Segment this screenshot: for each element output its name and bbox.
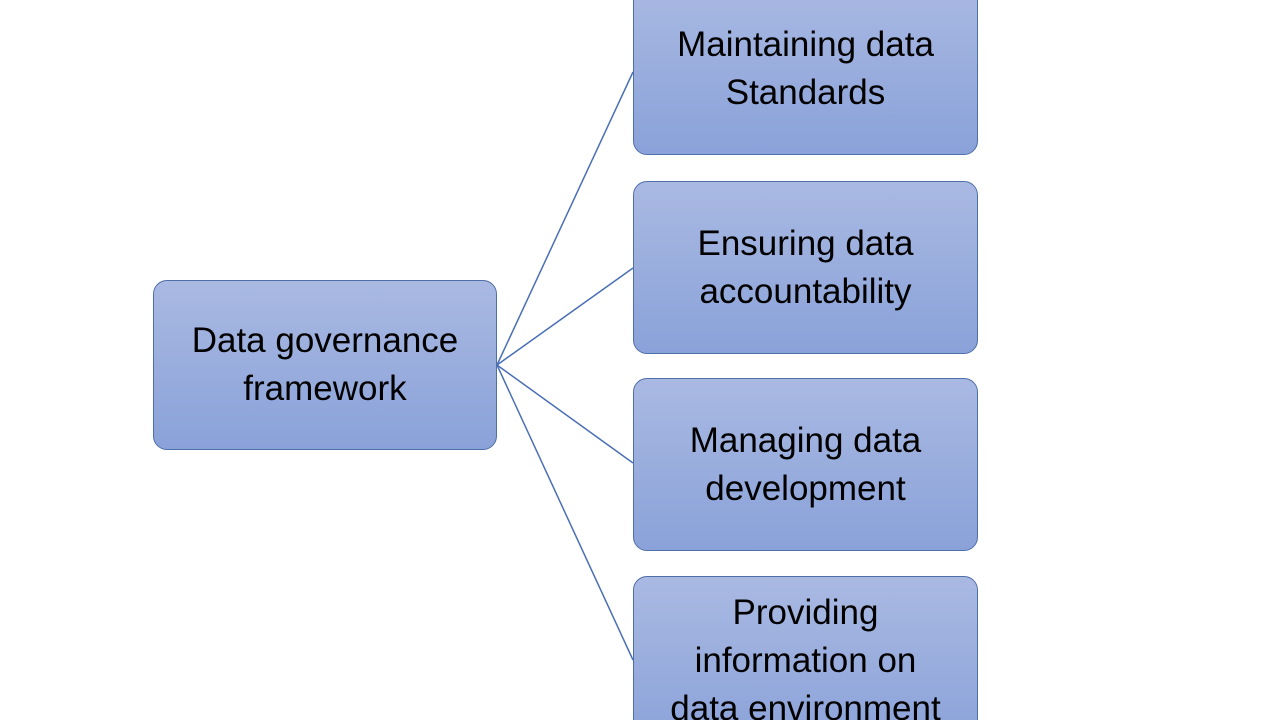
connector-to-providing-information [496, 364, 634, 661]
connector-to-ensuring-data-accountability [496, 267, 634, 366]
connector-to-maintaining-data-standards [496, 71, 634, 366]
connector-to-managing-data-development [496, 364, 634, 464]
